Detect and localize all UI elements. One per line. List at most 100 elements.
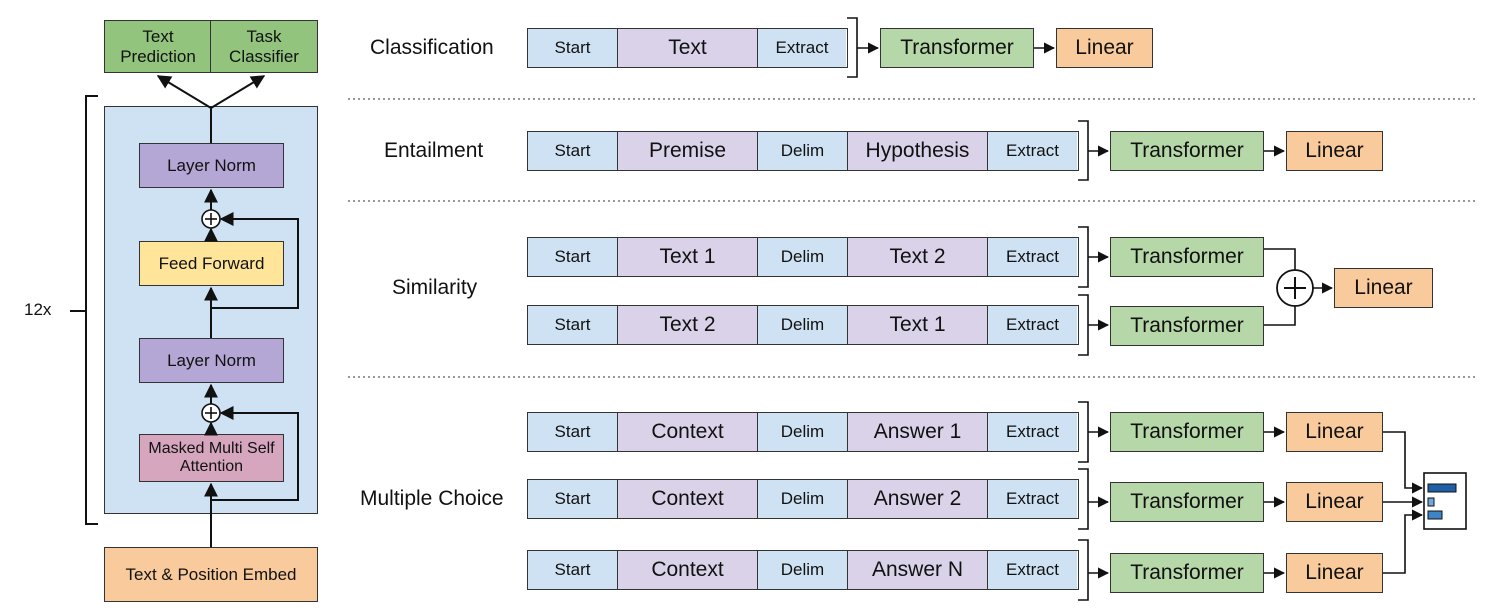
linear-label: Linear — [1354, 275, 1413, 299]
token-start: Start — [528, 306, 618, 344]
token-text: Text — [618, 29, 758, 67]
token-answer-1: Answer 1 — [848, 413, 988, 451]
softmax-bar-3 — [1427, 510, 1443, 520]
softmax-bar-2 — [1427, 497, 1435, 507]
token-extract-label: Extract — [1006, 141, 1059, 160]
linear-label: Linear — [1075, 35, 1134, 59]
entailment-linear: Linear — [1286, 131, 1383, 171]
multiple-choice-linear-3: Linear — [1286, 553, 1383, 593]
residual-connection-2 — [211, 212, 299, 309]
token-start: Start — [528, 551, 618, 589]
token-context: Context — [618, 480, 758, 518]
connector-similarity-2-to-sum — [1264, 306, 1296, 326]
token-answer-n: Answer N — [848, 551, 988, 589]
token-text-2-label: Text 2 — [889, 245, 946, 268]
transformer-label: Transformer — [1130, 560, 1244, 584]
token-extract: Extract — [988, 480, 1077, 518]
token-start-label: Start — [554, 247, 591, 266]
token-delim: Delim — [758, 413, 848, 451]
token-hypothesis-label: Hypothesis — [865, 139, 970, 162]
arrow-to-text-prediction — [156, 75, 212, 109]
token-delim: Delim — [758, 238, 848, 276]
bracket-similarity-2 — [1078, 294, 1089, 356]
token-text-2-label: Text 2 — [659, 313, 716, 336]
similarity-transformer-2: Transformer — [1110, 306, 1264, 346]
bracket-similarity-1 — [1078, 226, 1089, 288]
residual-connection-1 — [211, 406, 299, 501]
softmax-bar-1 — [1427, 483, 1457, 493]
transformer-label: Transformer — [1130, 244, 1244, 268]
token-extract-label: Extract — [1006, 247, 1059, 266]
token-start-label: Start — [554, 422, 591, 441]
task-classifier-label: Task Classifier — [229, 26, 299, 66]
token-context: Context — [618, 551, 758, 589]
layer-norm-bottom-label: Layer Norm — [167, 350, 256, 370]
layer-norm-top: Layer Norm — [139, 143, 284, 188]
multiple-choice-input-sequence-2: Start Context Delim Answer 2 Extract — [527, 479, 1079, 519]
token-text-2: Text 2 — [848, 238, 988, 276]
token-start-label: Start — [554, 141, 591, 160]
token-context-label: Context — [651, 487, 724, 510]
entailment-transformer: Transformer — [1110, 131, 1264, 171]
token-delim-label: Delim — [780, 489, 825, 508]
token-extract: Extract — [988, 238, 1077, 276]
bracket-multiple-choice-2 — [1078, 468, 1089, 530]
token-text-1-label: Text 1 — [889, 313, 946, 336]
token-delim-label: Delim — [780, 315, 825, 334]
token-context: Context — [618, 413, 758, 451]
token-extract: Extract — [758, 29, 846, 67]
multiple-choice-linear-1: Linear — [1286, 412, 1383, 452]
classification-input-sequence: Start Text Extract — [527, 28, 848, 68]
token-start: Start — [528, 238, 618, 276]
token-context-label: Context — [651, 558, 724, 581]
token-text-2: Text 2 — [618, 306, 758, 344]
multiple-choice-input-sequence-3: Start Context Delim Answer N Extract — [527, 550, 1079, 590]
similarity-transformer-1: Transformer — [1110, 237, 1264, 277]
bracket-classification — [847, 17, 858, 78]
linear-label: Linear — [1305, 560, 1364, 584]
task-label-similarity: Similarity — [392, 276, 478, 299]
classification-linear: Linear — [1056, 28, 1153, 68]
similarity-input-sequence-2: Start Text 2 Delim Text 1 Extract — [527, 305, 1079, 345]
linear-label: Linear — [1305, 138, 1364, 162]
token-extract-label: Extract — [1006, 489, 1059, 508]
token-delim: Delim — [758, 132, 848, 170]
layer-norm-top-label: Layer Norm — [167, 155, 256, 175]
token-premise: Premise — [618, 132, 758, 170]
token-extract-label: Extract — [1006, 422, 1059, 441]
token-extract: Extract — [988, 551, 1077, 589]
token-extract-label: Extract — [775, 38, 829, 57]
arrow-to-task-classifier — [210, 75, 266, 109]
token-start-label: Start — [554, 560, 591, 579]
masked-self-attention: Masked Multi Self Attention — [139, 434, 284, 482]
token-delim: Delim — [758, 480, 848, 518]
transformer-label: Transformer — [1130, 313, 1244, 337]
multiple-choice-transformer-2: Transformer — [1110, 482, 1264, 522]
token-delim-label: Delim — [780, 560, 825, 579]
multiple-choice-transformer-1: Transformer — [1110, 412, 1264, 452]
token-start: Start — [528, 480, 618, 518]
token-text-1: Text 1 — [848, 306, 988, 344]
token-extract: Extract — [988, 132, 1077, 170]
linear-label: Linear — [1305, 419, 1364, 443]
token-start: Start — [528, 413, 618, 451]
bracket-multiple-choice-3 — [1078, 539, 1089, 601]
token-start-label: Start — [554, 38, 591, 57]
repeat-bracket — [85, 95, 98, 525]
entailment-input-sequence: Start Premise Delim Hypothesis Extract — [527, 131, 1079, 171]
token-text-1: Text 1 — [618, 238, 758, 276]
token-text-1-label: Text 1 — [659, 245, 716, 268]
task-label-multiple-choice: Multiple Choice — [360, 487, 504, 510]
task-label-classification: Classification — [370, 36, 494, 59]
token-delim-label: Delim — [780, 141, 825, 160]
text-prediction-label: Text Prediction — [120, 26, 196, 66]
token-hypothesis: Hypothesis — [848, 132, 988, 170]
classification-transformer: Transformer — [880, 28, 1034, 68]
token-delim-label: Delim — [780, 247, 825, 266]
token-start: Start — [528, 132, 618, 170]
token-answer-2: Answer 2 — [848, 480, 988, 518]
text-position-embed-label: Text & Position Embed — [125, 564, 297, 584]
multiple-choice-input-sequence-1: Start Context Delim Answer 1 Extract — [527, 412, 1079, 452]
token-premise-label: Premise — [648, 139, 727, 162]
transformer-label: Transformer — [1130, 489, 1244, 513]
